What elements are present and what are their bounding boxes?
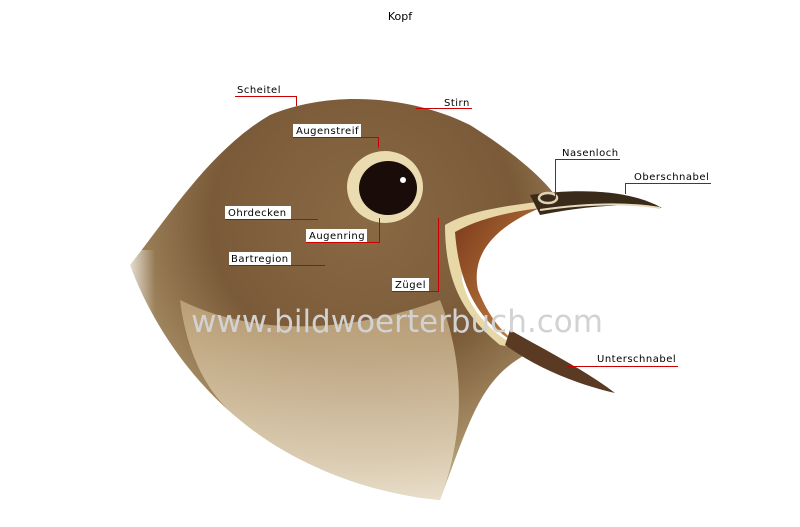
upper-beak xyxy=(530,191,662,215)
svg-text:Bartregion: Bartregion xyxy=(231,254,289,265)
svg-text:Augenstreif: Augenstreif xyxy=(296,126,359,137)
svg-text:Augenring: Augenring xyxy=(309,231,365,242)
label-stirn: Stirn xyxy=(444,98,470,109)
svg-text:Scheitel: Scheitel xyxy=(237,85,281,96)
svg-text:Stirn: Stirn xyxy=(444,98,470,109)
watermark: www.bildwoerterbuch.com xyxy=(191,304,603,340)
lower-beak xyxy=(505,330,615,393)
svg-text:Zügel: Zügel xyxy=(395,280,426,291)
svg-text:Oberschnabel: Oberschnabel xyxy=(634,172,709,183)
label-bartregion: Bartregion xyxy=(229,252,291,265)
label-oberschnabel: Oberschnabel xyxy=(634,172,709,183)
svg-text:Unterschnabel: Unterschnabel xyxy=(597,354,676,365)
svg-text:Ohrdecken: Ohrdecken xyxy=(228,208,287,219)
label-nasenloch: Nasenloch xyxy=(562,148,619,159)
label-scheitel: Scheitel xyxy=(235,83,284,96)
leader-lines xyxy=(225,96,711,367)
label-zuegel: Zügel xyxy=(392,278,429,291)
svg-text:Nasenloch: Nasenloch xyxy=(562,148,619,159)
eye xyxy=(347,151,423,223)
label-unterschnabel: Unterschnabel xyxy=(597,354,676,365)
bird-head xyxy=(120,98,555,527)
label-augenstreif: Augenstreif xyxy=(293,124,361,137)
diagram-title: Kopf xyxy=(387,10,413,23)
label-augenring: Augenring xyxy=(306,229,367,242)
label-ohrdecken: Ohrdecken xyxy=(225,206,291,219)
